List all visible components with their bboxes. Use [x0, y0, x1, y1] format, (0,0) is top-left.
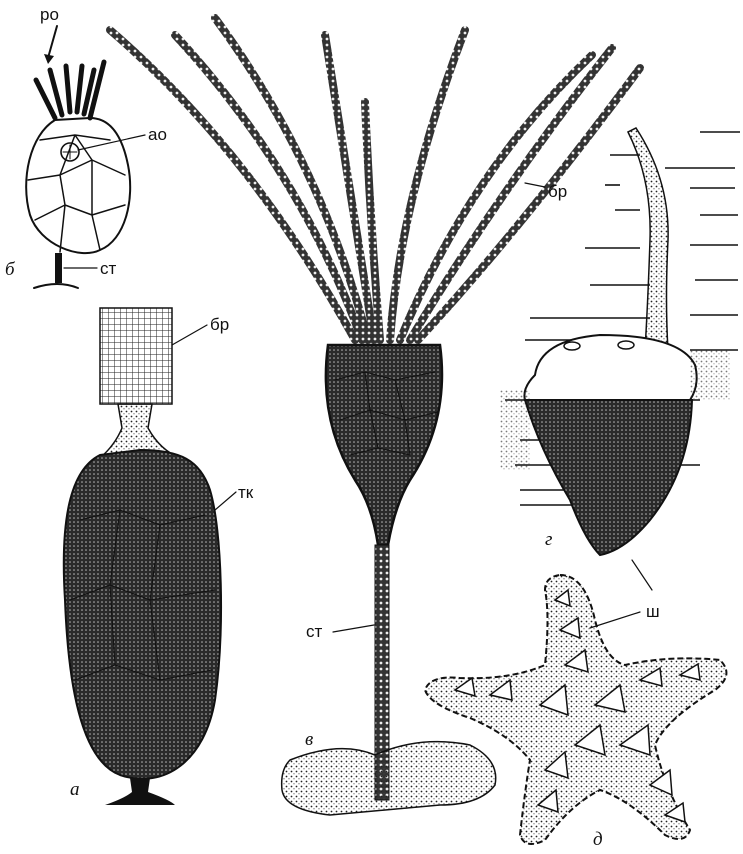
label-br-v: бр — [548, 182, 567, 201]
panel-label-a: а — [70, 779, 80, 800]
specimen-g — [500, 128, 740, 555]
specimen-v-arms — [110, 18, 640, 340]
label-br-a: бр — [210, 315, 229, 334]
specimen-a — [64, 308, 221, 805]
specimen-v-calyx — [326, 345, 442, 545]
label-st-v: ст — [306, 622, 323, 641]
panel-label-v: в — [305, 729, 313, 750]
specimen-b-stem — [55, 253, 62, 283]
specimen-b-theca — [26, 118, 130, 253]
label-sh: ш — [646, 602, 660, 621]
label-ro: ро — [40, 5, 59, 24]
specimen-d — [425, 575, 726, 844]
label-tk: тк — [238, 483, 254, 502]
specimen-b-brachioles — [36, 62, 104, 118]
panel-label-b: б — [5, 259, 16, 280]
label-st-b: ст — [100, 259, 117, 278]
specimen-v-holdfast — [282, 742, 496, 815]
panel-label-d: д — [593, 829, 603, 850]
panel-label-g: г — [545, 529, 552, 550]
specimen-g-arm — [628, 128, 668, 350]
specimen-a-brachiole-tuft — [100, 308, 172, 404]
specimen-g-oral-disc — [524, 335, 696, 400]
label-ao: ао — [148, 125, 167, 144]
arrow-ro — [48, 26, 57, 58]
specimen-a-holdfast — [105, 778, 175, 805]
specimen-b — [26, 62, 130, 288]
specimen-a-theca — [64, 450, 221, 779]
